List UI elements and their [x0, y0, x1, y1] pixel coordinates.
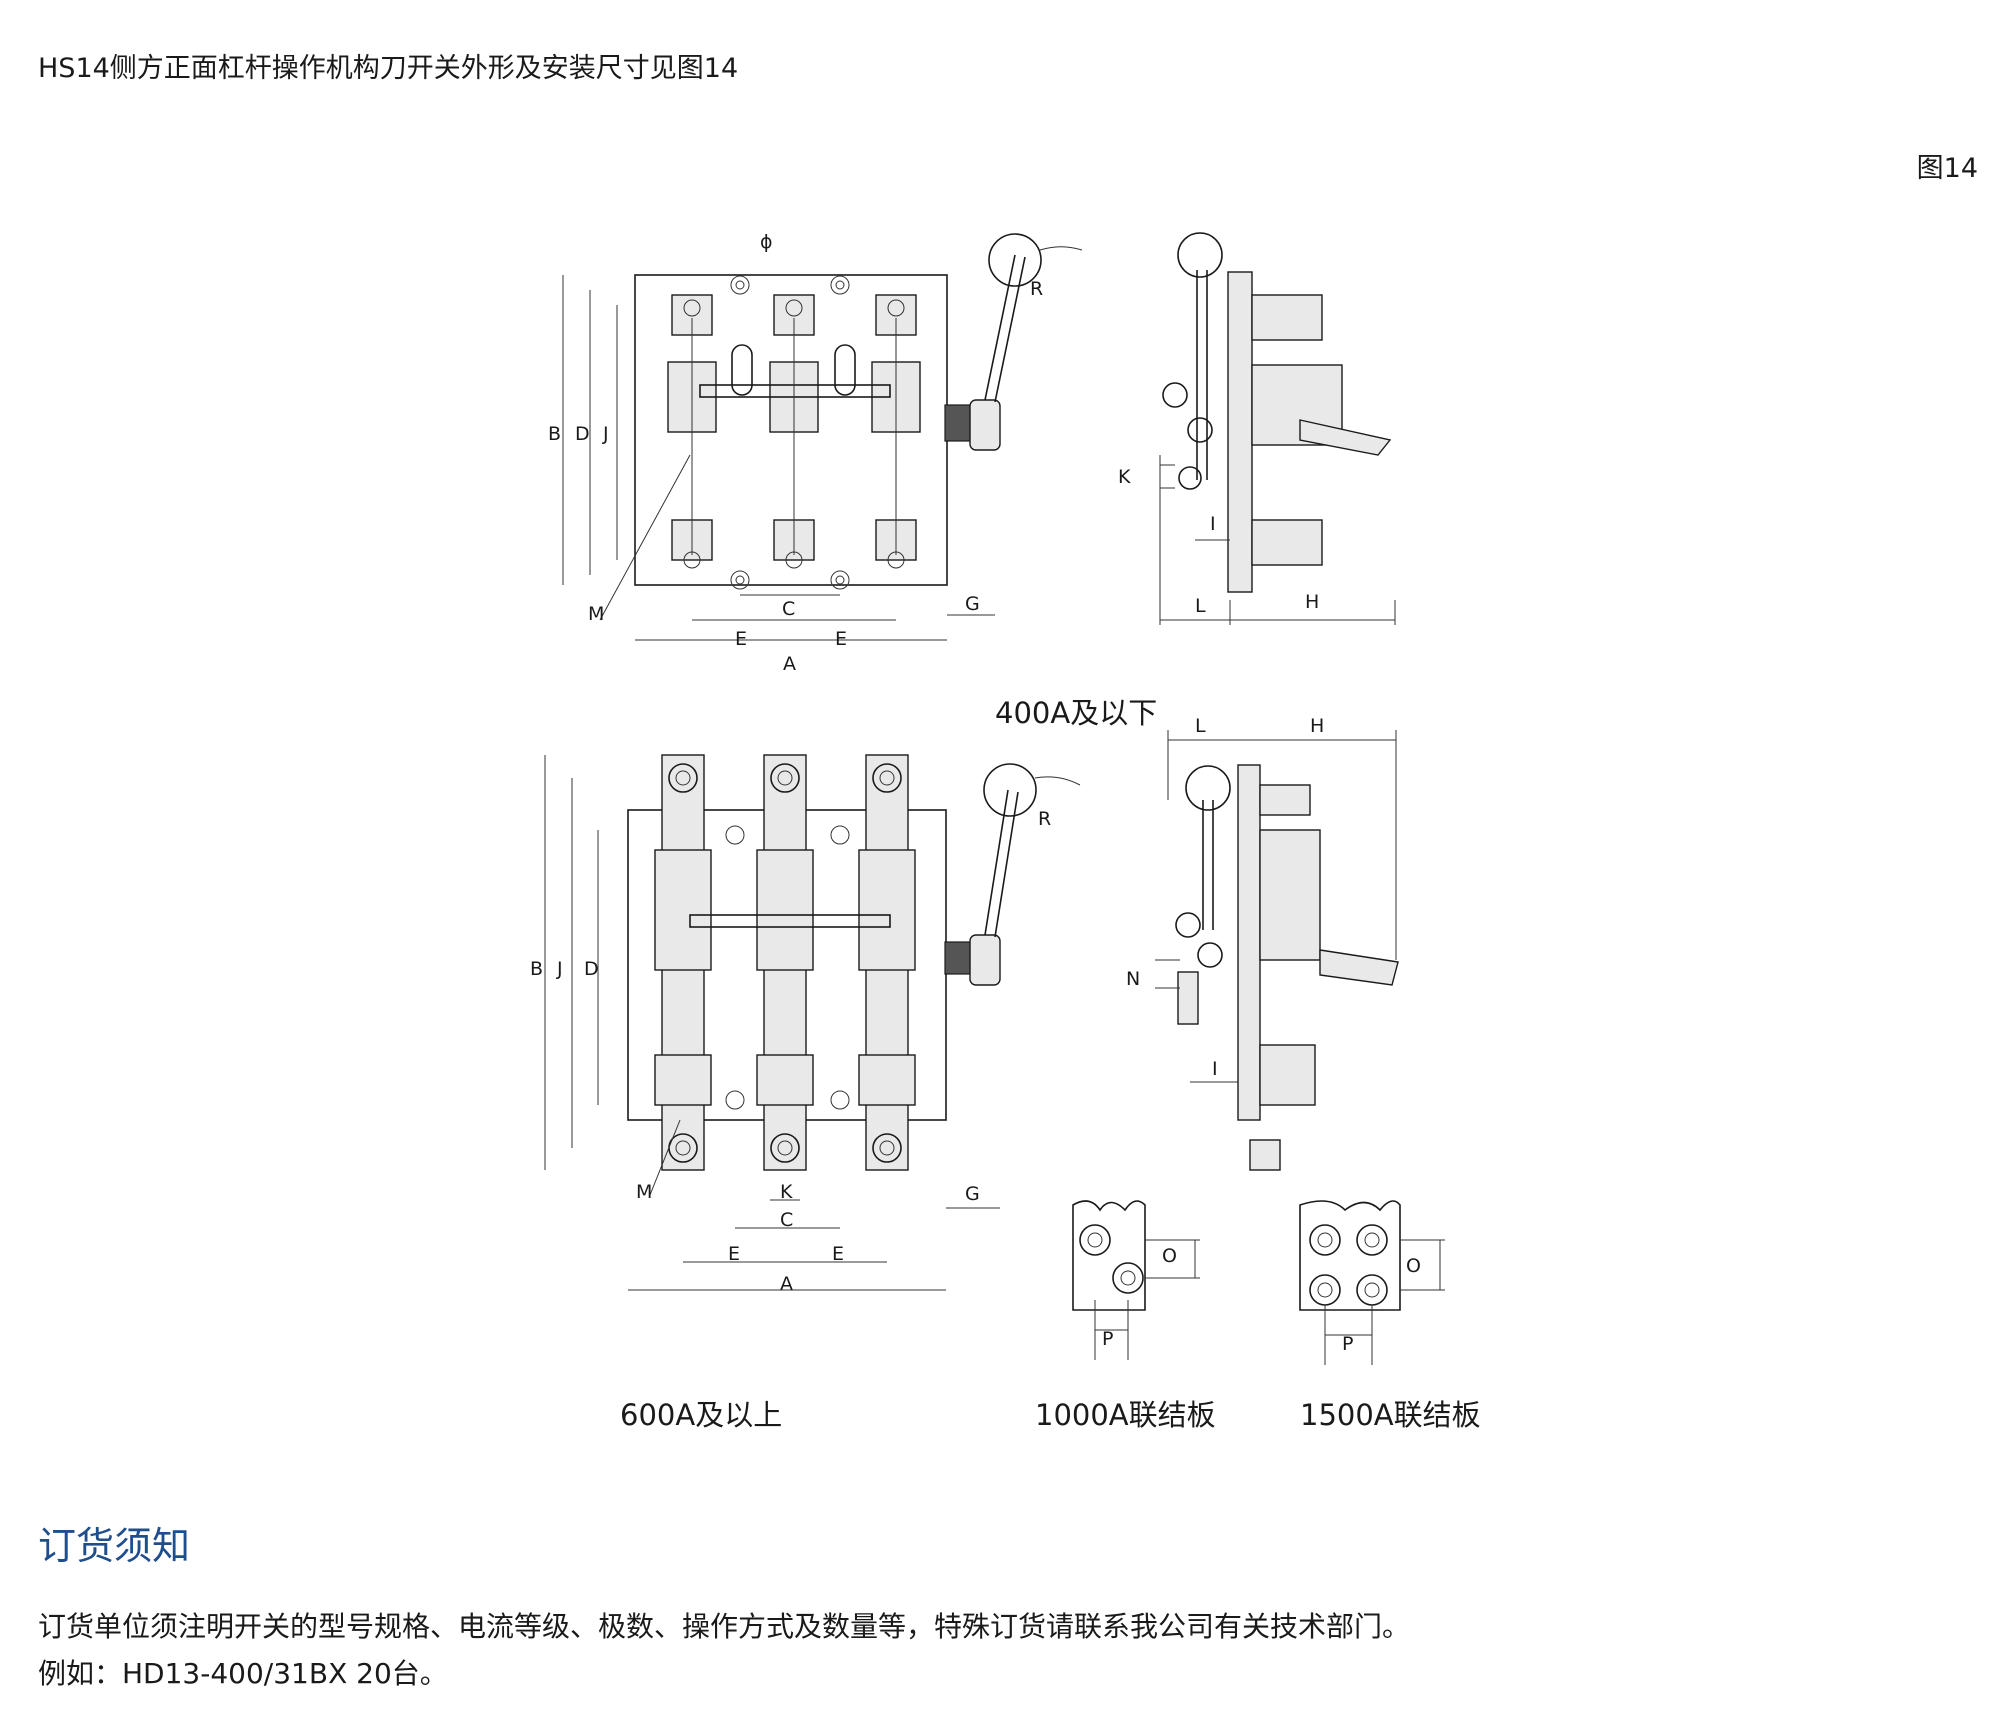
- dim-label-E-left: E: [735, 628, 747, 650]
- dim-label-O-1500: O: [1406, 1255, 1421, 1277]
- dim-label-N: N: [1126, 968, 1140, 990]
- dim-label-R: R: [1030, 278, 1043, 300]
- dim-label-H-upper: H: [1305, 591, 1319, 613]
- dim-label-G-lower: G: [965, 1183, 980, 1205]
- dim-label-A: A: [783, 653, 796, 675]
- ordering-example: 例如：HD13-400/31BX 20台。: [38, 1657, 448, 1690]
- dim-label-E-right: E: [835, 628, 847, 650]
- dim-label-D: D: [575, 423, 590, 445]
- dim-label-M: M: [588, 603, 604, 625]
- dim-label-L-upper: L: [1195, 595, 1206, 617]
- dim-label-P-1000: P: [1102, 1328, 1113, 1350]
- plate-1500a-drawing: P O: [1299, 1200, 1445, 1365]
- caption-1500a-plate: 1500A联结板: [1300, 1398, 1481, 1432]
- dim-label-I-lower: I: [1212, 1058, 1218, 1080]
- dim-label-G: G: [965, 593, 980, 615]
- dim-label-K-lower: K: [780, 1181, 793, 1203]
- dim-label-K-upper: K: [1118, 466, 1131, 488]
- dim-label-B: B: [548, 423, 561, 445]
- page-heading: HS14侧方正面杠杆操作机构刀开关外形及安装尺寸见图14: [38, 53, 739, 84]
- dim-label-I-upper: I: [1210, 513, 1216, 535]
- dim-label-A-lower: A: [780, 1273, 793, 1295]
- plate-1000a-drawing: P O: [1072, 1200, 1200, 1360]
- upper-side-view: L H K I: [1118, 232, 1396, 625]
- dim-label-P-1500: P: [1342, 1333, 1353, 1355]
- dim-label-H-lower: H: [1310, 715, 1324, 737]
- caption-1000a-plate: 1000A联结板: [1035, 1398, 1216, 1432]
- lower-side-view: L H N I: [1126, 715, 1399, 1171]
- lower-front-view: B J D K C E E A G M R: [530, 754, 1081, 1295]
- upper-front-view: B D J C E E A G M ϕ R: [548, 231, 1083, 675]
- dim-label-phi: ϕ: [760, 231, 773, 253]
- dim-label-J-lower: J: [556, 958, 563, 980]
- figure-number: 图14: [1916, 153, 1978, 184]
- dim-label-L-lower: L: [1195, 715, 1206, 737]
- caption-400a: 400A及以下: [995, 696, 1158, 730]
- caption-600a: 600A及以上: [620, 1398, 783, 1432]
- ordering-title: 订货须知: [38, 1524, 191, 1568]
- dim-label-E-lower-left: E: [728, 1243, 740, 1265]
- ordering-text: 订货单位须注明开关的型号规格、电流等级、极数、操作方式及数量等，特殊订货请联系我…: [38, 1610, 1411, 1643]
- dim-label-B-lower: B: [530, 958, 543, 980]
- dim-label-D-lower: D: [584, 958, 599, 980]
- dim-label-O-1000: O: [1162, 1245, 1177, 1267]
- dim-label-M-lower: M: [636, 1181, 652, 1203]
- dim-label-E-lower-right: E: [832, 1243, 844, 1265]
- dim-label-R-lower: R: [1038, 808, 1051, 830]
- dim-label-C: C: [782, 598, 795, 620]
- dim-label-J: J: [602, 423, 609, 445]
- technical-drawing: B D J C E E A G M ϕ R L H: [530, 231, 1445, 1365]
- dim-label-C-lower: C: [780, 1209, 793, 1231]
